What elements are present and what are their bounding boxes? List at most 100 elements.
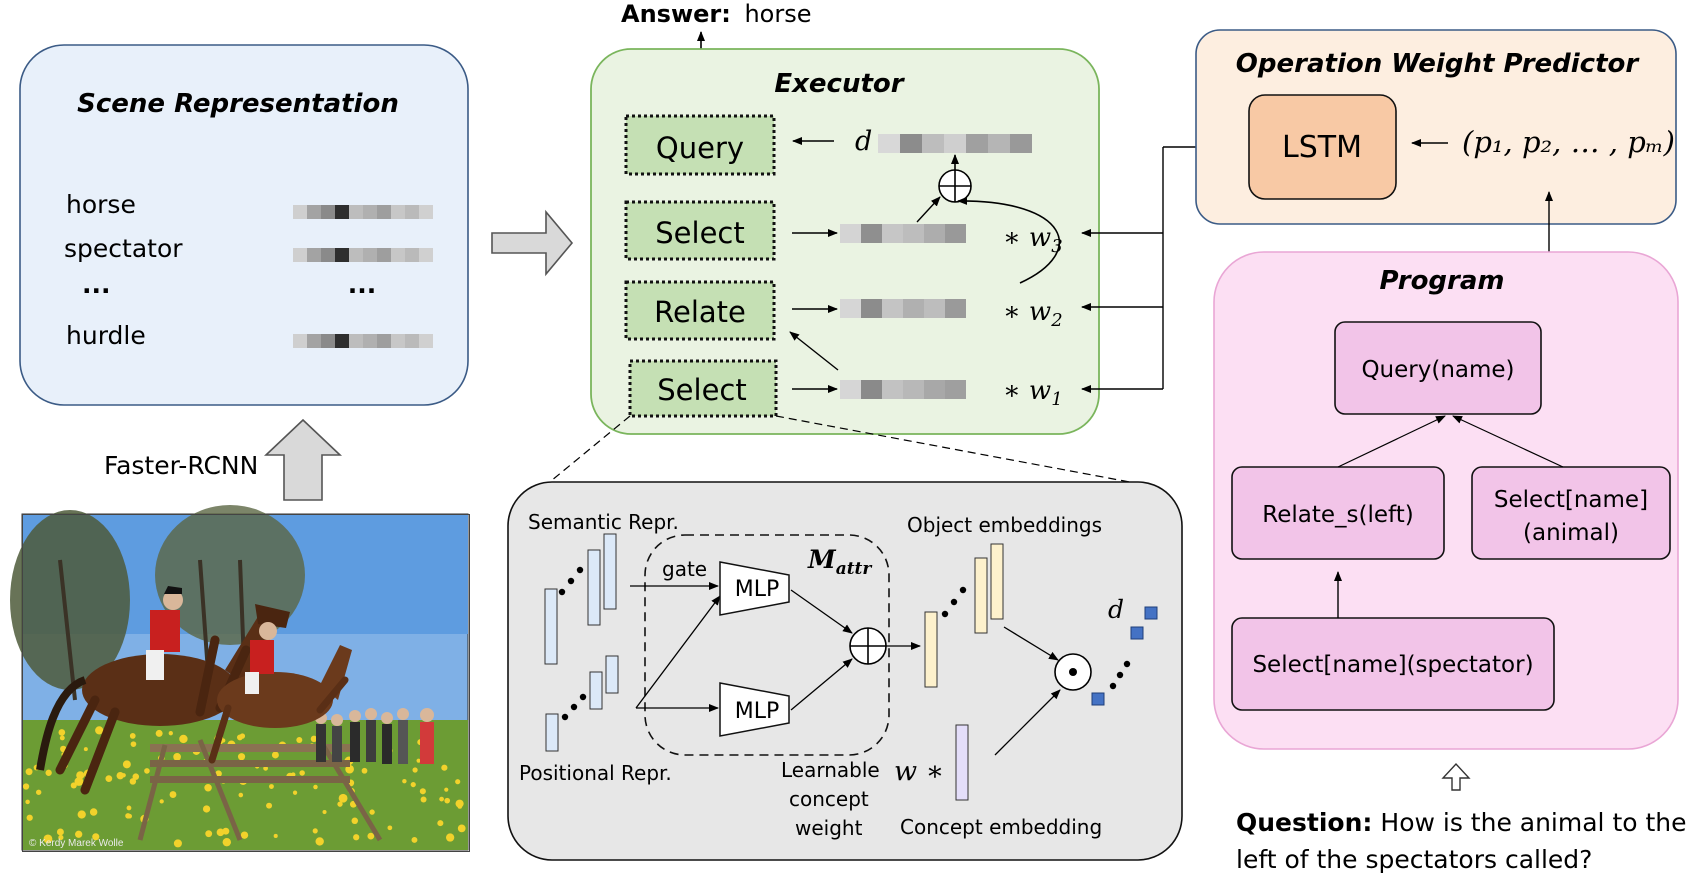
dandelion bbox=[70, 782, 77, 789]
dandelion bbox=[296, 737, 303, 744]
scene-to-executor-arrow bbox=[491, 209, 574, 277]
query-output-vector-cell bbox=[966, 134, 988, 153]
node-query bbox=[1334, 321, 1542, 415]
d-value-2 bbox=[1130, 626, 1144, 640]
dandelion bbox=[25, 768, 33, 776]
object-embedding-3 bbox=[990, 543, 1004, 620]
dandelion bbox=[345, 764, 354, 774]
predictor-output: (p₁, p₂, … , pₘ) bbox=[1462, 125, 1675, 159]
scene-vector-1-cell bbox=[391, 205, 405, 219]
scene-vector-1-cell bbox=[293, 205, 307, 219]
dandelion bbox=[310, 735, 318, 743]
dandelion bbox=[92, 833, 100, 841]
detail-box bbox=[507, 481, 1183, 861]
semantic-vector-1 bbox=[544, 588, 558, 665]
node-select-spectator-label: Select[name](spectator) bbox=[1252, 652, 1533, 678]
mlp-top-to-sum-arrow bbox=[790, 589, 853, 634]
dandelion bbox=[129, 733, 136, 739]
learnable-line1: Learnable bbox=[781, 758, 880, 782]
query-output-vector-cell bbox=[1010, 134, 1032, 153]
scene-vector-2-cell bbox=[349, 248, 363, 262]
scene-title: Scene Representation bbox=[77, 89, 399, 119]
dandelion bbox=[291, 772, 296, 777]
question-line1: Question:How is the animal to the bbox=[1236, 808, 1687, 837]
scene-vector-1-cell bbox=[321, 205, 335, 219]
mlp-bottom-label: MLP bbox=[735, 699, 780, 724]
semantic-vector-3 bbox=[603, 533, 617, 610]
mlp-bottom bbox=[719, 682, 790, 737]
dandelion bbox=[159, 799, 164, 804]
mlp-top bbox=[719, 561, 790, 616]
dandelion bbox=[89, 808, 98, 816]
dandelion bbox=[412, 767, 418, 773]
scene-feature-vectors bbox=[293, 205, 433, 348]
module-select-bottom-label: Select bbox=[657, 373, 746, 407]
question-line2: left of the spectators called? bbox=[1236, 845, 1592, 874]
node-select-animal-line2: (animal) bbox=[1523, 520, 1619, 546]
dandelion bbox=[169, 791, 177, 798]
relate-vector-cell bbox=[861, 299, 882, 318]
svg-text:Answer: horse: Answer: horse bbox=[621, 0, 812, 28]
question-to-program-arrow bbox=[1441, 762, 1471, 791]
dandelion bbox=[25, 799, 30, 805]
answer-label: Answer: bbox=[621, 0, 731, 28]
dandelion bbox=[369, 809, 375, 815]
scene-row-hurdle: hurdle bbox=[66, 321, 146, 350]
select-top-vector-cell bbox=[924, 224, 945, 243]
scene-vector-1 bbox=[293, 205, 433, 219]
query-output-vector-cell bbox=[944, 134, 966, 153]
dandelion bbox=[402, 778, 407, 784]
dandelion bbox=[441, 764, 448, 771]
program-title: Program bbox=[1379, 266, 1504, 296]
dandelion bbox=[155, 729, 163, 737]
object-embedding-1 bbox=[924, 611, 938, 688]
select-top-vector-cell bbox=[882, 224, 903, 243]
dandelion bbox=[116, 771, 124, 780]
scene-vector-1-cell bbox=[377, 205, 391, 219]
program-panel: Program Query(name) Relate_s(left) Selec… bbox=[1213, 251, 1679, 750]
weight-w2: ∗ w2 bbox=[1003, 297, 1063, 331]
dandelion bbox=[236, 734, 243, 741]
scene-vector-3-cell bbox=[391, 334, 405, 348]
select-top-vector-cell bbox=[945, 224, 966, 243]
zoom-line-right bbox=[775, 415, 1136, 484]
select-to-relate-arrow bbox=[789, 331, 839, 371]
select-bottom-vector-cell bbox=[945, 380, 966, 399]
spectators bbox=[315, 708, 434, 764]
question-label: Question: bbox=[1236, 808, 1372, 837]
dandelion bbox=[338, 793, 348, 803]
dandelion bbox=[292, 790, 298, 795]
node-query-label: Query(name) bbox=[1361, 357, 1514, 383]
dandelion bbox=[439, 796, 444, 802]
scene-vector-2-cell bbox=[405, 248, 419, 262]
module-select-top bbox=[624, 200, 776, 261]
dandelion bbox=[269, 784, 274, 789]
hurdle bbox=[137, 738, 383, 842]
dandelion bbox=[58, 834, 64, 841]
animal-to-query-arrow bbox=[1452, 415, 1564, 468]
dandelion bbox=[43, 834, 53, 844]
positional-vector-1 bbox=[545, 713, 559, 752]
scene-vector-3-cell bbox=[377, 334, 391, 348]
relate-vector-cell bbox=[882, 299, 903, 318]
dandelion bbox=[437, 820, 444, 827]
scene-vector-2 bbox=[293, 248, 433, 262]
dandelion bbox=[132, 773, 140, 780]
objects-to-dot-arrow bbox=[1003, 626, 1059, 661]
relate-vector-cell bbox=[903, 299, 924, 318]
dandelion bbox=[202, 805, 211, 813]
relate-vector-cell bbox=[945, 299, 966, 318]
dandelion bbox=[271, 751, 279, 759]
node-select-spectator bbox=[1231, 617, 1555, 711]
scene-vector-1-cell bbox=[335, 205, 349, 219]
select-top-vector-cell bbox=[840, 224, 861, 243]
scene-vector-1-cell bbox=[419, 205, 433, 219]
dandelion bbox=[35, 789, 42, 795]
scene-representation-panel: Scene Representation horse spectator ...… bbox=[19, 44, 469, 406]
scene-vector-3-cell bbox=[321, 334, 335, 348]
concept-embedding-label: Concept embedding bbox=[900, 815, 1102, 839]
dandelion bbox=[129, 778, 137, 785]
dandelion bbox=[26, 814, 33, 821]
dandelion bbox=[56, 828, 64, 836]
dandelion bbox=[222, 837, 232, 847]
